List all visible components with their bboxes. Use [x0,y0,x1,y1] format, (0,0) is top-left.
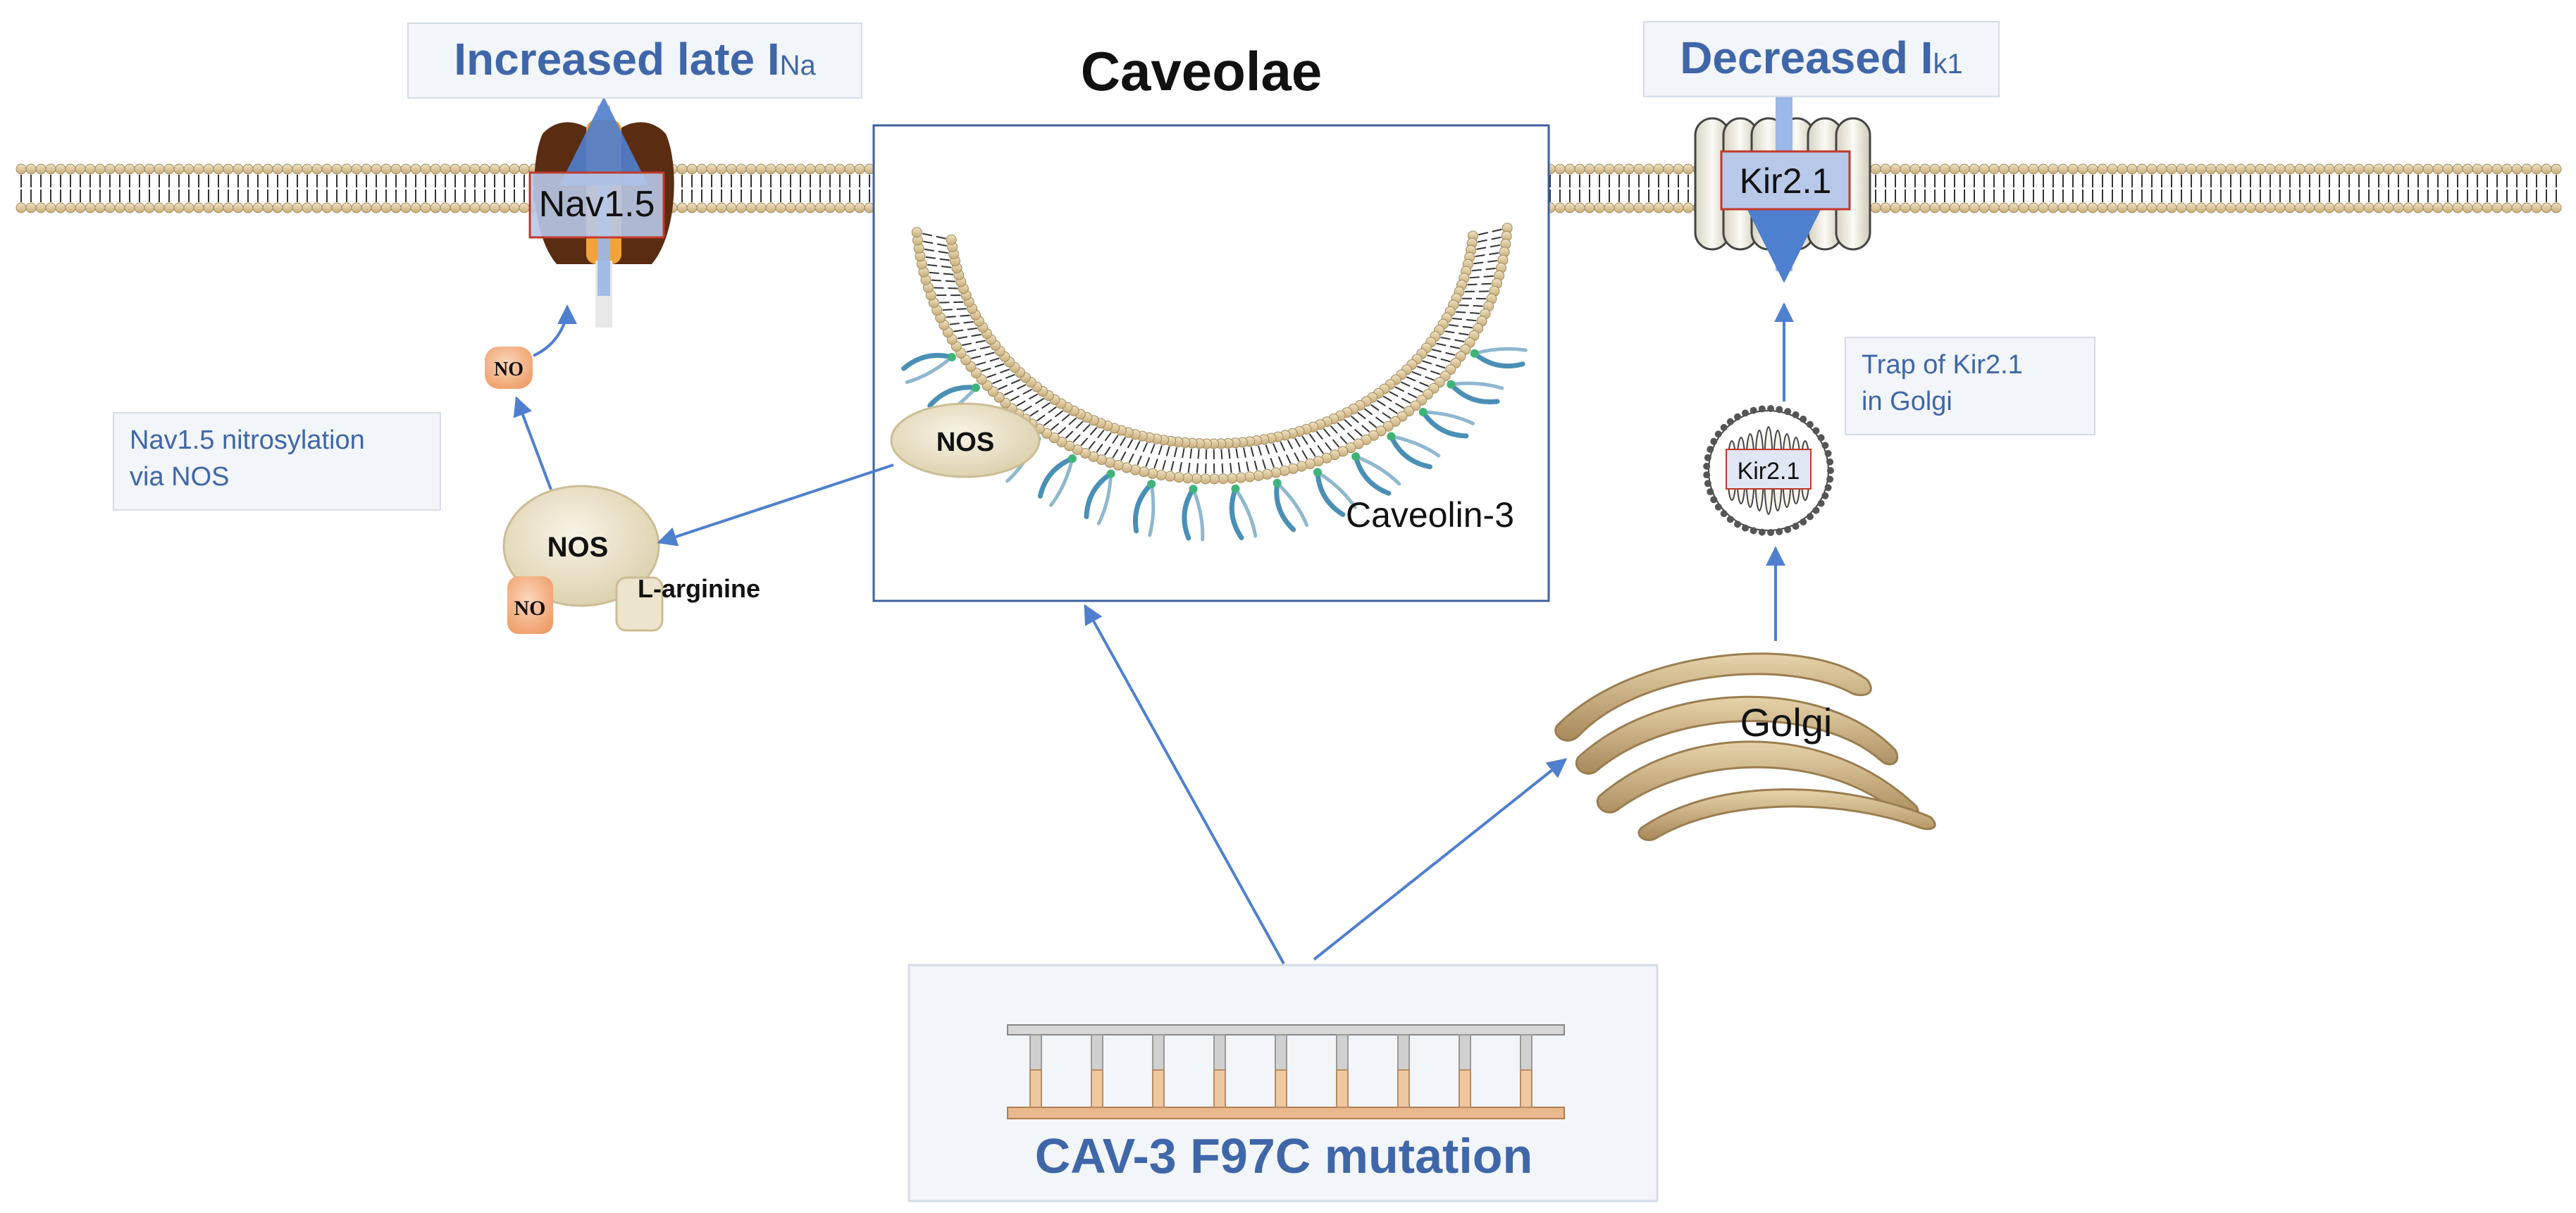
nav15-channel: Nav1.5 [528,97,674,328]
caveolae-title: Caveolae [1081,40,1323,102]
l-arginine-label: L-arginine [638,574,760,603]
increased-late-ina-box: Increased late INa [407,23,862,99]
no-bottom-shape [507,576,553,634]
kir21-label: Kir2.1 [1740,161,1832,201]
decreased-ik1-sub: k1 [1933,49,1963,80]
golgi-label: Golgi [1740,700,1833,745]
kir21-vesicle: Kir2.1 [1703,405,1834,536]
arrow-mutation-to-caveolae [1084,604,1285,964]
trap-note: Trap of Kir2.1 in Golgi [1845,337,2095,435]
mutation-label: CAV-3 F97C mutation [1035,1128,1533,1183]
nos-caveolae-label: NOS [936,428,994,457]
kir21-vesicle-label: Kir2.1 [1738,458,1800,485]
nitrosylation-line1: Nav1.5 nitrosylation [130,425,365,455]
caveolae-group: Caveolae Caveolin-3 NOS [872,40,1550,602]
nav15-label-box [528,171,665,239]
nos-cytosol-label: NOS [547,532,609,563]
decreased-ik1-main: Decreased I [1680,32,1933,83]
decreased-ik1-box: Decreased Ik1 [1643,21,2000,97]
kir21-channel: Kir2.1 [1694,85,1871,283]
caveolin-proteins [901,347,1528,542]
golgi-apparatus: Golgi [1554,652,1936,841]
no-top-shape [485,347,533,389]
no-bottom-label: NO [514,597,546,620]
arrow-no-to-nav15 [533,304,577,357]
kir21-vesicle-label-box [1726,449,1812,490]
arrow-mutation-to-golgi [1313,758,1568,961]
nos-caveolae-shape [890,402,1041,478]
caveolae-box [872,124,1550,602]
no-top-label: NO [494,359,524,380]
arrows [513,302,1794,964]
nav15-label: Nav1.5 [539,184,655,225]
increased-late-ina-sub: Na [779,50,816,81]
dna-strand [1007,1024,1565,1119]
mutation-group: CAV-3 F97C mutation [908,964,1659,1202]
arrow-caveolae-nos-to-nos [657,464,894,547]
l-arginine-shape [615,576,664,632]
caveolin3-label: Caveolin-3 [1346,495,1514,535]
kir21-label-box [1720,150,1851,211]
nos-cytosol-complex: NOS L-arginine NO NO [485,347,760,634]
arrow-nos-to-no [513,396,552,490]
nitrosylation-line2: via NOS [130,462,230,492]
trap-line1: Trap of Kir2.1 [1862,350,2023,380]
increased-late-ina-main: Increased late I [454,34,780,85]
trap-line2: in Golgi [1862,387,1952,416]
nitrosylation-note: Nav1.5 nitrosylation via NOS [113,412,441,511]
